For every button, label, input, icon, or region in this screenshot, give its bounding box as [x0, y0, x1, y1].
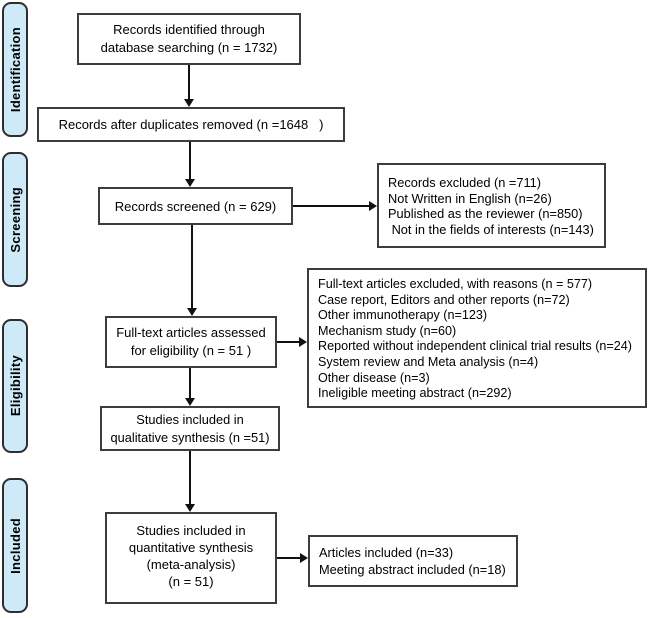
box-line: Other immunotherapy (n=123) — [318, 308, 488, 323]
arrow-down-qualitative-to-quantitative — [185, 451, 195, 512]
arrow-down-screened-to-assessed — [187, 225, 197, 316]
box-line: System review and Meta analysis (n=4) — [318, 354, 539, 369]
box-line: Meeting abstract included (n=18) — [319, 561, 506, 577]
box-line: (meta-analysis) — [146, 557, 236, 572]
box-records-excluded: Records excluded (n =711) Not Written in… — [377, 163, 606, 248]
arrow-down-assessed-to-qualitative — [185, 368, 195, 406]
box-line: Full-text articles assessed — [116, 325, 266, 340]
stage-label-text: Eligibility — [7, 355, 23, 417]
stage-label-screening: Screening — [2, 152, 28, 287]
box-qualitative-synthesis: Studies included in qualitative synthesi… — [100, 406, 280, 451]
box-line: qualitative synthesis (n =51) — [110, 429, 270, 445]
stage-label-included: Included — [2, 478, 28, 613]
box-records-screened: Records screened (n = 629) — [98, 187, 293, 225]
box-line: (n = 51) — [168, 574, 214, 589]
stage-label-text: Identification — [7, 26, 23, 113]
box-included-counts: Articles included (n=33) Meeting abstrac… — [308, 535, 518, 587]
arrow-right-quantitative-to-included-counts — [277, 553, 308, 563]
box-line: Case report, Editors and other reports (… — [318, 292, 570, 307]
box-line: Articles included (n=33) — [319, 545, 454, 560]
box-line: Records identified through — [113, 22, 265, 37]
arrow-down-identified-to-duplicates — [184, 65, 194, 107]
box-line: database searching (n = 1732) — [100, 40, 278, 55]
box-fulltext-assessed: Full-text articles assessed for eligibil… — [105, 316, 277, 368]
box-line: Studies included in — [136, 523, 246, 538]
box-line: Records excluded (n =711) — [388, 175, 542, 190]
box-duplicates-removed: Records after duplicates removed (n =164… — [37, 107, 345, 142]
stage-label-eligibility: Eligibility — [2, 319, 28, 453]
box-line: Mechanism study (n=60) — [318, 323, 457, 338]
stage-label-text: Screening — [7, 186, 23, 253]
box-line: Not Written in English (n=26) — [388, 190, 552, 206]
box-line: Ineligible meeting abstract (n=292) — [318, 386, 512, 401]
arrow-right-screened-to-excluded — [293, 201, 377, 211]
box-line: Studies included in — [136, 411, 244, 427]
stage-label-identification: Identification — [2, 2, 28, 137]
box-quantitative-synthesis: Studies included in quantitative synthes… — [105, 512, 277, 604]
box-line: quantitative synthesis — [128, 540, 254, 555]
box-line: for eligibility (n = 51 ) — [130, 343, 252, 358]
stage-label-text: Included — [7, 517, 23, 574]
box-line: Reported without independent clinical tr… — [318, 339, 632, 354]
box-line: Published as the reviewer (n=850) — [388, 206, 583, 221]
box-records-identified: Records identified through database sear… — [77, 13, 301, 65]
box-fulltext-excluded: Full-text articles excluded, with reason… — [307, 268, 647, 408]
box-line: Other disease (n=3) — [318, 370, 430, 385]
box-line: Not in the fields of interests (n=143) — [388, 221, 594, 237]
box-line: Records screened (n = 629) — [114, 198, 277, 214]
box-line: Full-text articles excluded, with reason… — [318, 277, 593, 291]
box-line: Records after duplicates removed (n =164… — [58, 117, 324, 132]
arrow-right-assessed-to-fulltext-excluded — [277, 337, 307, 347]
arrow-down-duplicates-to-screened — [185, 142, 195, 187]
